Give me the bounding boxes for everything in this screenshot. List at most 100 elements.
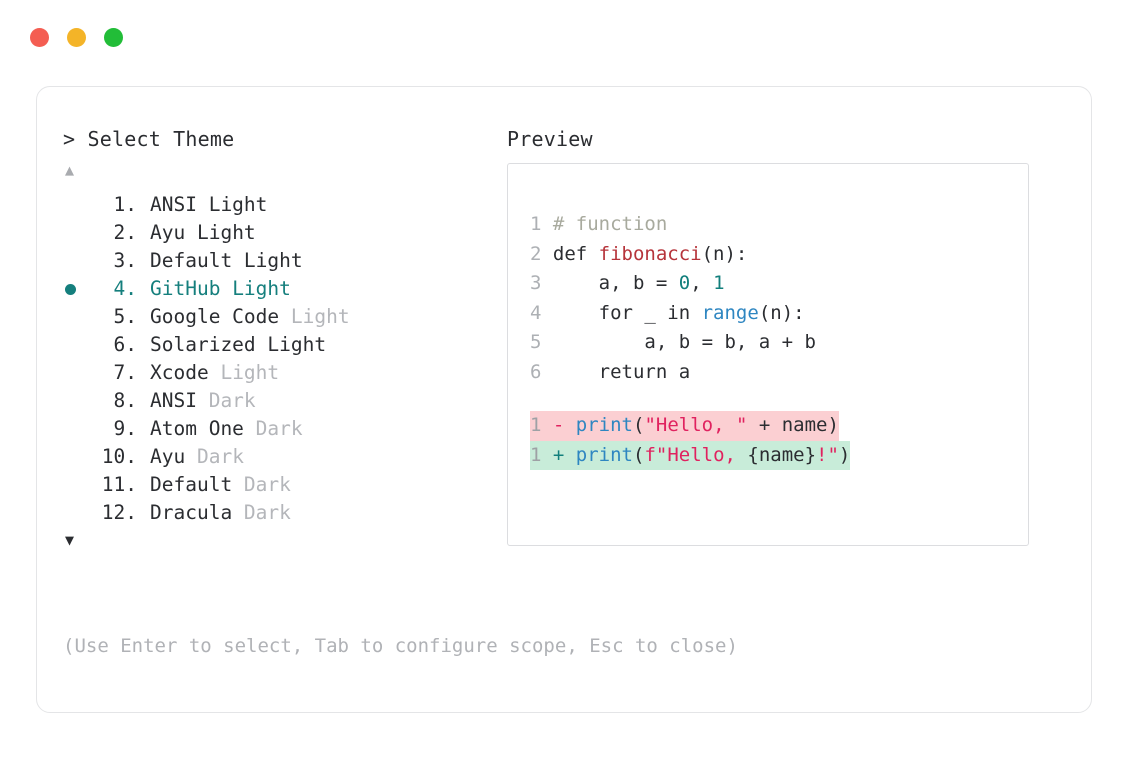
theme-item-name: Xcode <box>150 361 221 384</box>
code-token: a, b = <box>552 272 679 294</box>
diff-line: 1 - print("Hello, " + name) <box>530 411 1028 441</box>
theme-item-number: 3. <box>113 249 137 272</box>
theme-item-name: ANSI <box>150 389 209 412</box>
code-token: (n): <box>701 242 748 265</box>
theme-item-number: 7. <box>113 361 137 384</box>
theme-item-name: ANSI <box>150 193 209 216</box>
line-number: 2 <box>530 242 553 265</box>
code-token: # function <box>552 213 668 235</box>
theme-item-name: GitHub <box>150 277 233 300</box>
theme-selector-pane: > Select Theme ▲ 1. ANSI Light 2. Ayu Light… <box>37 125 507 551</box>
line-number: 3 <box>530 272 553 294</box>
code-token: 1 <box>713 272 725 294</box>
theme-item-name: Google Code <box>150 305 291 328</box>
code-line: 1 # function <box>530 210 1028 240</box>
minimize-icon[interactable] <box>67 28 86 47</box>
theme-item-number: 10. <box>101 445 137 468</box>
code-token: fibonacci <box>598 242 702 265</box>
theme-list-item[interactable]: 11. Default Dark <box>63 471 507 499</box>
theme-item-number: 9. <box>113 417 137 440</box>
scroll-up-icon[interactable]: ▲ <box>65 161 75 179</box>
theme-item-variant: Light <box>220 361 280 384</box>
theme-item-number: 1. <box>113 193 137 216</box>
theme-list-item[interactable]: 7. Xcode Light <box>63 359 507 387</box>
theme-list-item[interactable]: 10.Ayu Dark <box>63 443 507 471</box>
code-token: a, b = b, a + b <box>552 331 816 353</box>
theme-item-variant: Dark <box>255 417 303 440</box>
prompt-caret: > <box>63 127 76 151</box>
diff-sign: + <box>552 443 576 466</box>
diff-spacer <box>530 387 1028 411</box>
window-traffic-lights <box>30 28 123 47</box>
code-line: 6 return a <box>530 358 1028 388</box>
preview-heading: Preview <box>507 127 593 151</box>
diff-line: 1 + print(f"Hello, {name}!") <box>530 440 1028 470</box>
theme-item-name: Solarized <box>150 333 268 356</box>
code-token: "Hello, " <box>644 414 748 436</box>
code-token: range <box>701 301 759 324</box>
line-number: 1 <box>530 213 553 235</box>
theme-item-number: 11. <box>101 473 137 496</box>
theme-item-variant: Light <box>208 193 268 216</box>
theme-item-name: Default <box>150 473 244 496</box>
theme-list-item[interactable]: 12.Dracula Dark <box>63 499 507 527</box>
theme-item-name: Atom One <box>150 417 256 440</box>
code-line: 5 a, b = b, a + b <box>530 328 1028 358</box>
theme-item-number: 6. <box>113 333 137 356</box>
code-token: ( <box>632 443 645 466</box>
theme-item-variant: Light <box>243 249 303 272</box>
theme-item-name: Ayu <box>150 445 197 468</box>
picker-columns: > Select Theme ▲ 1. ANSI Light 2. Ayu Light… <box>37 125 1091 551</box>
theme-item-variant: Dark <box>243 501 291 524</box>
code-token: ( <box>632 414 645 436</box>
line-number: 4 <box>530 301 553 324</box>
diff-added-line: 1 + print(f"Hello, {name}!") <box>530 440 851 470</box>
theme-list-item[interactable]: 1. ANSI Light <box>63 191 507 219</box>
select-theme-label: Select Theme <box>87 127 235 151</box>
theme-item-variant: Light <box>232 277 291 300</box>
code-token: for _ in <box>552 301 702 324</box>
code-token: (n): <box>758 301 805 324</box>
theme-picker-card: > Select Theme ▲ 1. ANSI Light 2. Ayu Light… <box>36 86 1092 713</box>
theme-list-item[interactable]: 6. Solarized Light <box>63 331 507 359</box>
code-token: 0 <box>678 272 691 294</box>
theme-item-variant: Dark <box>243 473 291 496</box>
theme-list-item[interactable]: 4. GitHub Light <box>63 275 507 303</box>
diff-removed-line: 1 - print("Hello, " + name) <box>530 411 839 441</box>
selection-bullet-slot <box>63 283 93 295</box>
theme-list-item[interactable]: 3. Default Light <box>63 247 507 275</box>
theme-list-item[interactable]: 2. Ayu Light <box>63 219 507 247</box>
theme-item-number: 8. <box>113 389 137 412</box>
theme-item-variant: Light <box>196 221 256 244</box>
line-number: 1 <box>530 414 553 436</box>
close-icon[interactable] <box>30 28 49 47</box>
code-token: !" <box>816 443 839 466</box>
line-number: 6 <box>530 360 553 383</box>
scroll-down-icon[interactable]: ▼ <box>65 531 75 549</box>
code-line: 4 for _ in range(n): <box>530 299 1028 329</box>
theme-list-item[interactable]: 5. Google Code Light <box>63 303 507 331</box>
code-line: 2 def fibonacci(n): <box>530 240 1028 270</box>
select-theme-heading: > Select Theme <box>63 125 507 153</box>
theme-item-variant: Light <box>290 305 350 328</box>
theme-item-number: 4. <box>113 277 137 300</box>
theme-item-number: 2. <box>113 221 137 244</box>
code-token: return a <box>552 360 691 383</box>
code-token: print <box>575 414 633 436</box>
selected-bullet-icon <box>65 283 76 295</box>
theme-list-item[interactable]: 9. Atom One Dark <box>63 415 507 443</box>
theme-item-name: Default <box>150 249 244 272</box>
code-token: f"Hello, <box>644 443 748 466</box>
theme-item-number: 5. <box>113 305 137 328</box>
theme-list-item[interactable]: 8. ANSI Dark <box>63 387 507 415</box>
theme-item-name: Ayu <box>150 221 197 244</box>
theme-item-variant: Light <box>267 333 327 356</box>
code-token: print <box>575 443 633 466</box>
theme-item-name: Dracula <box>150 501 244 524</box>
theme-item-variant: Dark <box>208 389 256 412</box>
maximize-icon[interactable] <box>104 28 123 47</box>
